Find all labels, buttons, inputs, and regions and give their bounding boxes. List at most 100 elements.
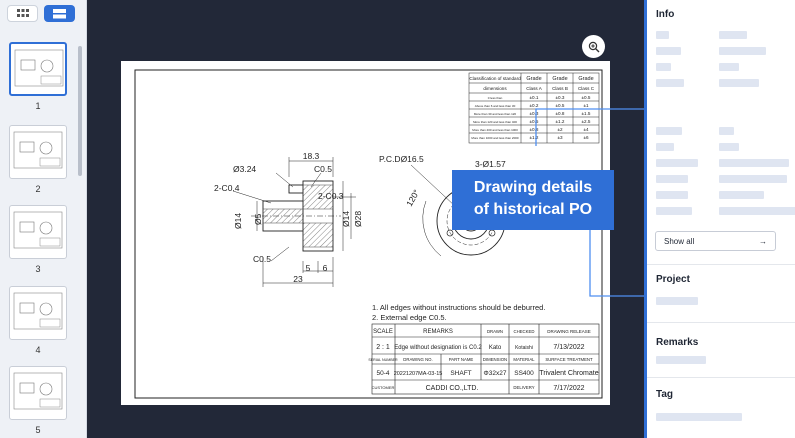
grid-icon <box>16 9 29 17</box>
tb-drawno-header: DRAWING NO. <box>403 357 432 362</box>
page-thumbnail[interactable] <box>9 205 67 259</box>
tb-drawn-header: DRAWN <box>487 329 503 334</box>
drawing-viewer: Classification of standard Grade Grade G… <box>87 0 644 438</box>
tb-release-header: DRAWING RELEASE <box>547 329 591 334</box>
drawing-preview-icon <box>13 372 63 410</box>
info-bar <box>719 31 747 39</box>
project-bar <box>656 297 698 305</box>
tb-drawno: 20221207MA-03-15 <box>394 371 443 377</box>
info-bar <box>656 47 681 55</box>
tol-r5-c0: More than 1000 and less than 2000 <box>471 136 519 140</box>
dim-bore-dia: Ø5 <box>253 213 263 225</box>
list-view-button[interactable] <box>44 5 75 22</box>
remarks-title: Remarks <box>656 337 699 348</box>
page-thumbnail[interactable] <box>9 286 67 340</box>
dim-shaft-dia: Ø14 <box>233 213 243 229</box>
sidebar-scrollbar[interactable] <box>78 46 82 176</box>
tol-header-2: Grade <box>552 76 567 82</box>
layout-icon <box>53 8 66 18</box>
tb-delivery: 7/17/2022 <box>553 385 584 392</box>
tag-bar <box>656 413 742 421</box>
tb-serial-header: SERIAL NUMBER <box>368 358 398 362</box>
arrow-right-icon: → <box>759 236 767 246</box>
page-number: 1 <box>35 101 41 111</box>
drawing-preview-icon <box>13 131 63 169</box>
info-bar <box>656 159 698 167</box>
page-number: 3 <box>35 264 41 274</box>
tol-r0-c3: ±0.5 <box>582 95 591 100</box>
dim-chamfer-bottom: C0.5 <box>253 254 271 264</box>
divider <box>647 377 795 378</box>
tb-release: 7/13/2022 <box>553 344 584 351</box>
tol-r1-c1: ±0.2 <box>530 103 539 108</box>
info-bar <box>656 31 669 39</box>
tb-mat: SS400 <box>514 370 534 377</box>
tol-r4-c2: ±2 <box>557 127 563 132</box>
info-bar <box>719 207 795 215</box>
page-number: 5 <box>35 425 41 435</box>
page-thumbnail[interactable] <box>9 125 67 179</box>
tb-serial: 50-4 <box>376 370 389 377</box>
tb-surface-header: SURFACE TREATMENT <box>545 357 593 362</box>
grid-view-button[interactable] <box>7 5 38 22</box>
tol-r3-c0: More than 120 and less than 400 <box>473 120 517 124</box>
tol-r2-c2: ±0.8 <box>556 111 565 116</box>
details-panel: Info Show all → Project Remarks Tag <box>644 0 795 438</box>
tol-r5-c2: ±3 <box>557 135 563 140</box>
tb-drawn: Kato <box>489 345 502 351</box>
page-thumbnail[interactable] <box>9 366 67 420</box>
dim-chamfer-left: 2-C0.4 <box>214 183 240 193</box>
tol-r5-c3: ±6 <box>583 135 589 140</box>
tol-r4-c1: ±0.8 <box>530 127 539 132</box>
info-bar <box>719 175 787 183</box>
tol-r1-c0: Above than 6 and less than 30 <box>475 104 516 108</box>
show-all-button[interactable]: Show all → <box>655 231 776 251</box>
tag-title: Tag <box>656 389 674 400</box>
info-bar <box>656 191 688 199</box>
tb-customer: CADDI CO.,LTD. <box>426 385 479 392</box>
tb-surface: Trivalent Chromate <box>539 370 598 377</box>
tol-r0-c0: 0 less than <box>488 96 503 100</box>
tolerance-table: Classification of standard Grade Grade G… <box>468 72 600 144</box>
shaft-dimensions: 18.3 Ø3.24 C0.5 2-C0.4 2-C0.3 Ø14 Ø5 Ø14… <box>214 151 363 284</box>
info-bar <box>656 63 671 71</box>
info-bar <box>719 63 739 71</box>
info-bar <box>719 159 789 167</box>
page-number: 4 <box>35 345 41 355</box>
tb-mat-header: MATERIAL <box>513 357 535 362</box>
title-block-text: SCALE REMARKS DRAWING RELEASE DRAWN CHEC… <box>368 329 598 392</box>
info-bar <box>656 79 684 87</box>
tol-header-3: Grade <box>578 76 593 82</box>
drawing-preview-icon <box>13 292 63 330</box>
info-bar <box>656 143 674 151</box>
page-thumbnail[interactable] <box>9 42 67 96</box>
dim-holes: 3-Ø1.57 <box>475 159 506 169</box>
info-bar <box>656 127 682 135</box>
tb-remarks: Edge without designation is C0.2 <box>394 345 482 351</box>
tol-sub-2: Class B <box>552 86 568 91</box>
tb-scale-header: SCALE <box>373 329 393 335</box>
tol-r0-c1: ±0.1 <box>530 95 539 100</box>
tb-customer-header: CUSTOMER <box>372 385 395 390</box>
info-bar <box>719 191 764 199</box>
tol-sub-0: dimensions <box>483 86 507 91</box>
tol-r3-c1: ±0.5 <box>530 119 539 124</box>
drawing-details-callout: Drawing details of historical PO <box>452 170 614 230</box>
tol-r5-c1: ±1.2 <box>530 135 539 140</box>
dim-total-length: 23 <box>293 274 303 284</box>
dim-chamfer-top: C0.5 <box>314 164 332 174</box>
tb-part-header: PART NAME <box>449 357 474 362</box>
zoom-in-button[interactable] <box>582 35 605 58</box>
info-bar <box>719 47 766 55</box>
project-title: Project <box>656 274 690 285</box>
shaft-side-view <box>232 157 356 287</box>
dim-hole-dia: Ø3.24 <box>233 164 256 174</box>
info-title: Info <box>656 9 675 20</box>
tol-r3-c2: ±1.2 <box>556 119 565 124</box>
tb-remarks-header: REMARKS <box>423 329 453 335</box>
tb-scale: 2 : 1 <box>376 344 390 351</box>
info-bar <box>719 143 739 151</box>
info-bar <box>719 79 759 87</box>
tb-part: SHAFT <box>450 370 471 377</box>
